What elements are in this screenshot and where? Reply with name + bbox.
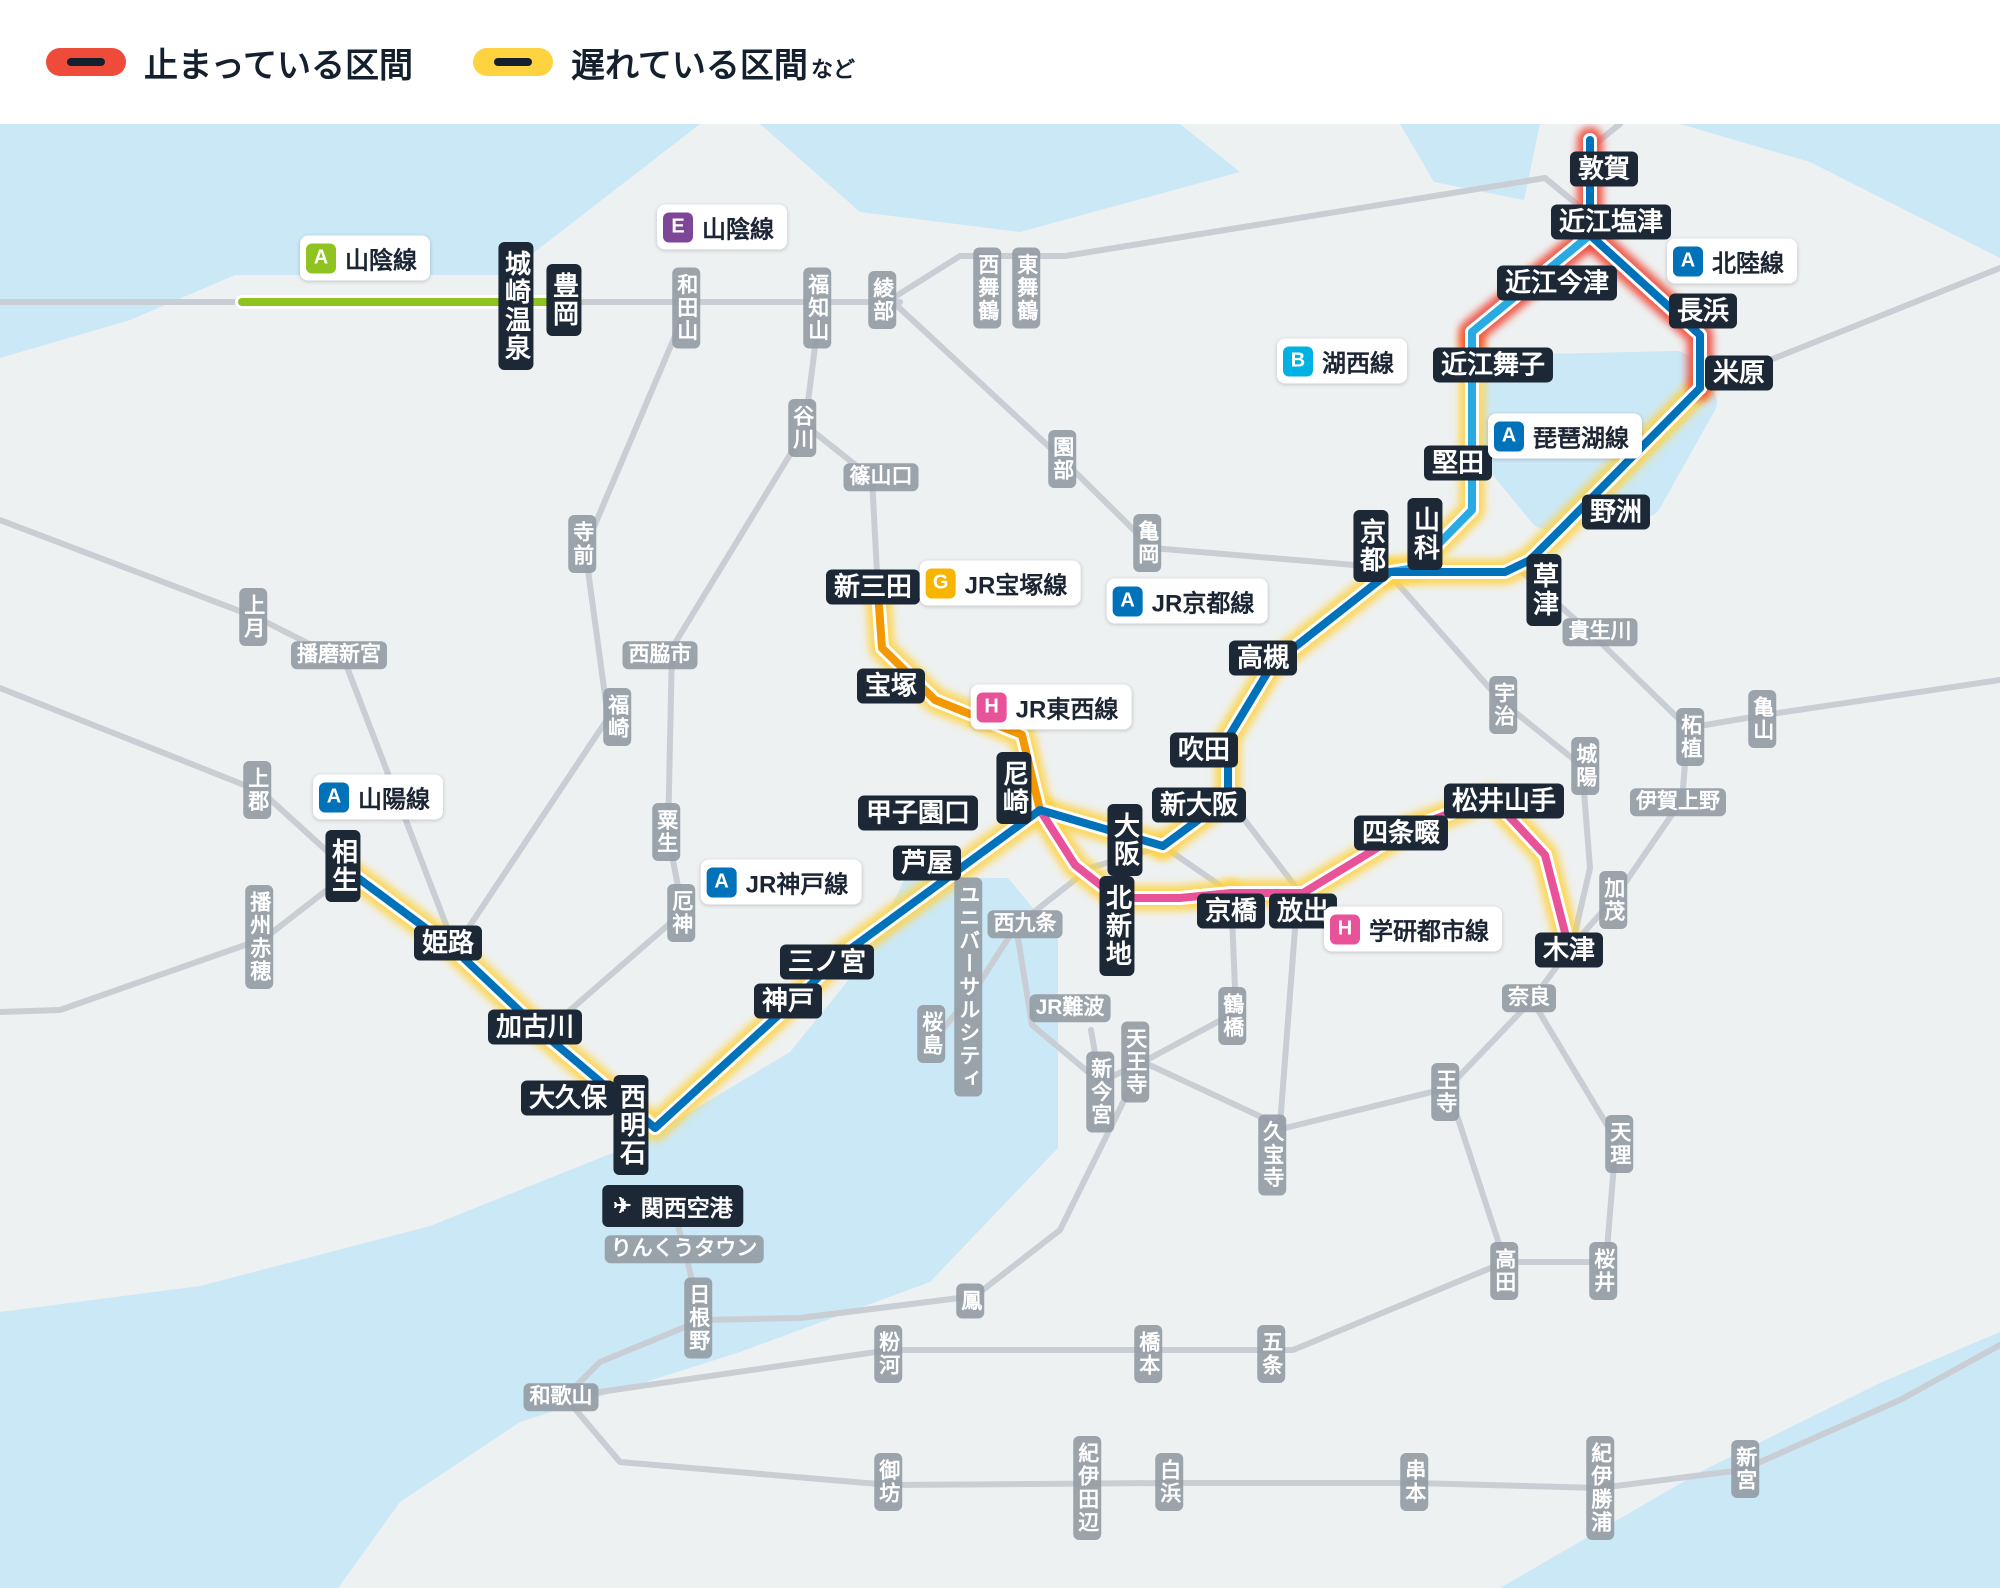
- rail-wakayama-line: [562, 1085, 1508, 1400]
- rail-kobe-line: [346, 806, 1167, 1132]
- rail-bantan: [452, 307, 689, 951]
- sea-shape: [1400, 124, 1540, 200]
- legend-delayed-label: 遅れている区間: [570, 46, 808, 85]
- legend-stopped-label: 止まっている区間: [144, 46, 413, 85]
- rail-obama: [1062, 175, 1593, 259]
- rail-hokuriku-line: [1586, 136, 1704, 392]
- legend-delayed-words: 遅れている区間 など: [571, 38, 855, 87]
- delayed-line-icon: [472, 48, 553, 76]
- rail-ako: [0, 869, 353, 1015]
- rail-fukuchiyama: [802, 305, 881, 595]
- sea-shape: [1680, 124, 2000, 258]
- rail-hanwa: [562, 1059, 1146, 1400]
- legend-stopped: 止まっている区間: [46, 38, 413, 87]
- rail-sagano: [890, 299, 1393, 571]
- legend-delayed: 遅れている区間 など: [472, 38, 855, 87]
- legend: 止まっている区間 遅れている区間 など: [0, 0, 2000, 124]
- rail-sakurai-line: [1502, 997, 1619, 1265]
- sea-shape: [0, 878, 1058, 1588]
- legend-stopped-words: 止まっている区間: [144, 38, 413, 87]
- delayed-line-bar: [493, 58, 532, 66]
- stopped-line-bar: [67, 58, 105, 66]
- stopped-line-icon: [46, 48, 126, 76]
- legend-delayed-suffix: など: [810, 56, 855, 82]
- sea-shape: [760, 124, 1240, 232]
